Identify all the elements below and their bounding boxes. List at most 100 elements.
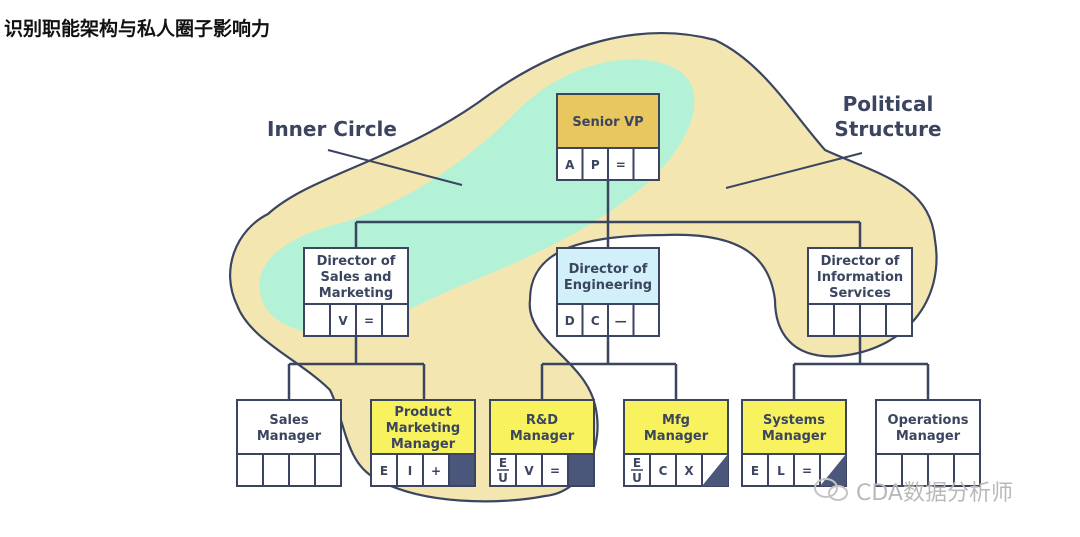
node-title-box	[556, 247, 660, 305]
node-cell	[262, 453, 290, 487]
node-cell-diagonal-fill	[702, 454, 728, 486]
node-cell	[741, 453, 769, 487]
node-cell	[329, 303, 357, 337]
node-cell	[807, 303, 835, 337]
node-title-line: Director of	[569, 262, 648, 277]
cell-label: —	[615, 314, 627, 328]
node-cell	[901, 453, 929, 487]
node-cell	[632, 303, 660, 337]
cell-label-top: E	[633, 456, 641, 470]
node-title-box	[623, 399, 729, 455]
node-cell	[885, 303, 913, 337]
cell-label: D	[565, 314, 575, 328]
political-structure-label-line1: Political	[843, 92, 934, 116]
node-cell	[556, 147, 584, 181]
node-cell	[632, 147, 660, 181]
node-title-line: Manager	[762, 429, 827, 444]
watermark-text: CDA数据分析师	[856, 481, 1013, 506]
node-title-line: Manager	[257, 429, 322, 444]
node-cell	[607, 147, 635, 181]
cell-label-top: E	[499, 456, 507, 470]
cell-label: C	[659, 464, 668, 478]
cell-label: E	[380, 464, 388, 478]
node-cell	[675, 453, 703, 487]
node-title-box	[236, 399, 342, 455]
node-cell	[355, 303, 383, 337]
node-cell	[567, 453, 595, 487]
node-title-line: R&D	[526, 413, 558, 428]
node-title-line: Director of	[317, 254, 396, 269]
node-cell	[859, 303, 887, 337]
node-cell	[314, 453, 342, 487]
node-title-line: Marketing	[386, 421, 460, 436]
page-title: 识别职能架构与私人圈子影响力	[4, 18, 271, 40]
node-title-line: Manager	[510, 429, 575, 444]
node-title-box	[741, 399, 847, 455]
node-title-box	[556, 93, 660, 149]
political-structure-label-line2: Structure	[834, 117, 941, 141]
node-title-line: Sales	[269, 413, 308, 428]
node-title-line: Systems	[763, 413, 825, 428]
node-title-box	[875, 399, 981, 455]
node-title-line: Operations	[888, 413, 969, 428]
node-cell	[556, 303, 584, 337]
cell-label: V	[524, 464, 534, 478]
node-cell-diagonal-fill	[820, 454, 846, 486]
cell-label: L	[777, 464, 785, 478]
node-cell	[581, 147, 609, 181]
node-cell	[541, 453, 569, 487]
cell-label: +	[431, 464, 441, 478]
cell-label-bottom: U	[498, 471, 508, 485]
node-cell	[767, 453, 795, 487]
political-structure-pointer	[725, 152, 863, 189]
cell-label: =	[616, 158, 626, 172]
node-title-line: Senior VP	[572, 115, 643, 130]
node-cell	[927, 453, 955, 487]
node-title-line: Mfg	[662, 413, 690, 428]
node-title-line: Sales and	[320, 270, 391, 285]
cell-label: C	[591, 314, 600, 328]
inner-circle-label: Inner Circle	[267, 117, 397, 141]
node-cell	[607, 303, 635, 337]
node-title-box	[489, 399, 595, 455]
node-title-box	[807, 247, 913, 305]
inner-circle-pointer	[327, 149, 463, 186]
node-cell	[649, 453, 677, 487]
node-cell	[303, 303, 331, 337]
node-title-line: Manager	[896, 429, 961, 444]
node-cell	[448, 453, 476, 487]
org-connectors	[287, 180, 930, 400]
wechat-icon	[814, 478, 848, 501]
node-cell	[381, 303, 409, 337]
node-cell	[875, 453, 903, 487]
node-cell	[288, 453, 316, 487]
node-title-line: Engineering	[564, 278, 652, 293]
node-title-line: Director of	[821, 254, 900, 269]
cell-label: V	[338, 314, 348, 328]
cell-label: =	[364, 314, 374, 328]
node-cell	[236, 453, 264, 487]
node-title-line: Information	[817, 270, 903, 285]
cell-label: =	[802, 464, 812, 478]
node-title-line: Manager	[391, 437, 456, 452]
node-title-line: Marketing	[319, 286, 393, 301]
node-cell	[422, 453, 450, 487]
cell-label: E	[751, 464, 759, 478]
node-title-line: Services	[829, 286, 891, 301]
cell-label: A	[565, 158, 575, 172]
node-cell	[515, 453, 543, 487]
node-cell	[370, 453, 398, 487]
node-title-line: Product	[394, 405, 451, 420]
cell-label: X	[684, 464, 694, 478]
cell-label: =	[550, 464, 560, 478]
